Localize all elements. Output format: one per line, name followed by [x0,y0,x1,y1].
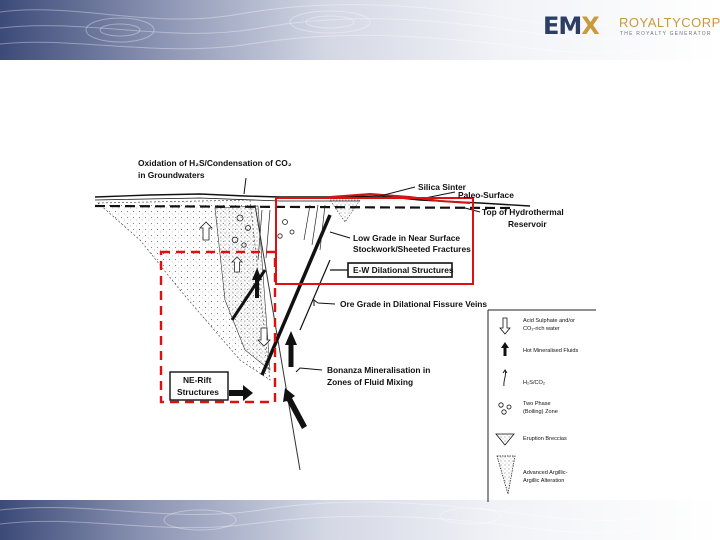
top-of-reservoir-line [94,204,511,210]
legend-label-4a: Two Phase [523,401,551,407]
breccia-cone [329,199,361,223]
topographic-pattern-bottom [0,501,720,534]
label-bonanza-line1: Bonanza Mineralisation in [327,365,430,375]
logo-name: ROYALTYCORP [619,15,720,30]
label-bonanza-line2: Zones of Fluid Mixing [327,377,413,387]
acid-water-arrows [199,221,271,347]
label-ne-rift-line1: NE-Rift [183,375,212,385]
logo-mark-m: M [558,12,582,40]
alteration-cone-icon [496,455,516,495]
stockwork-fractures [257,204,326,261]
footer-band [0,500,720,540]
label-paleo-surface: Paleo-Surface [458,190,514,200]
label-oxidation-line1: Oxidation of H₂S/Condensation of CO₂ [138,158,292,168]
legend-label-2: Hot Mineralised Fluids [523,348,579,354]
ew-structures-label-box [347,262,453,278]
header-band [0,0,720,60]
dilational-fissure-vein [260,214,332,376]
legend-label-6b: Argillic Alteration [523,478,564,484]
label-ore-grade: Ore Grade in Dilational Fissure Veins [340,299,487,309]
logo-mark-x: X [581,12,599,40]
legend-label-3: H₂S/CO₂ [523,380,545,386]
logo-tagline: THE ROYALTY GENERATOR [620,31,712,37]
near-surface-highlight-box [275,197,474,285]
bubbles-icon [498,402,512,415]
legend-label-4b: (Boiling) Zone [523,409,558,415]
emx-logo: EMX ROYALTYCORP THE ROYALTY GENERATOR [543,10,720,40]
logo-mark: EMX [543,12,600,40]
branch-vein [299,259,331,331]
label-low-grade-line1: Low Grade in Near Surface [353,233,460,243]
label-low-grade-line2: Stockwork/Sheeted Fractures [353,244,471,254]
legend-label-1a: Acid Sulphate and/or [523,318,575,324]
ne-rift-label-box [169,371,229,401]
legend-label-6a: Advanced Argillic- [523,470,568,476]
legend-label-5: Eruption Breccias [523,436,567,442]
hollow-arrow-icon [499,317,511,335]
topographic-pattern-top [0,4,720,54]
label-ew-structures: E-W Dilational Structures [353,265,454,275]
label-ne-rift-line2: Structures [177,387,219,397]
ne-rift-highlight-box [159,250,277,404]
boiling-bubbles [231,214,295,248]
hot-fluid-arrows [229,268,307,429]
thin-arrow-icon [502,368,508,387]
breccia-icon [495,433,515,446]
label-top-reservoir-line2: Reservoir [508,219,547,229]
logo-mark-e: E [543,12,559,40]
solid-arrow-icon [501,342,509,356]
label-silica-sinter: Silica Sinter [418,182,467,192]
label-top-reservoir-line1: Top of Hydrothermal [482,207,564,217]
legend-label-1b: CO₂-rich water [523,326,560,332]
label-oxidation-line2: in Groundwaters [138,170,205,180]
legend: Acid Sulphate and/or CO₂-rich water Hot … [487,309,596,502]
